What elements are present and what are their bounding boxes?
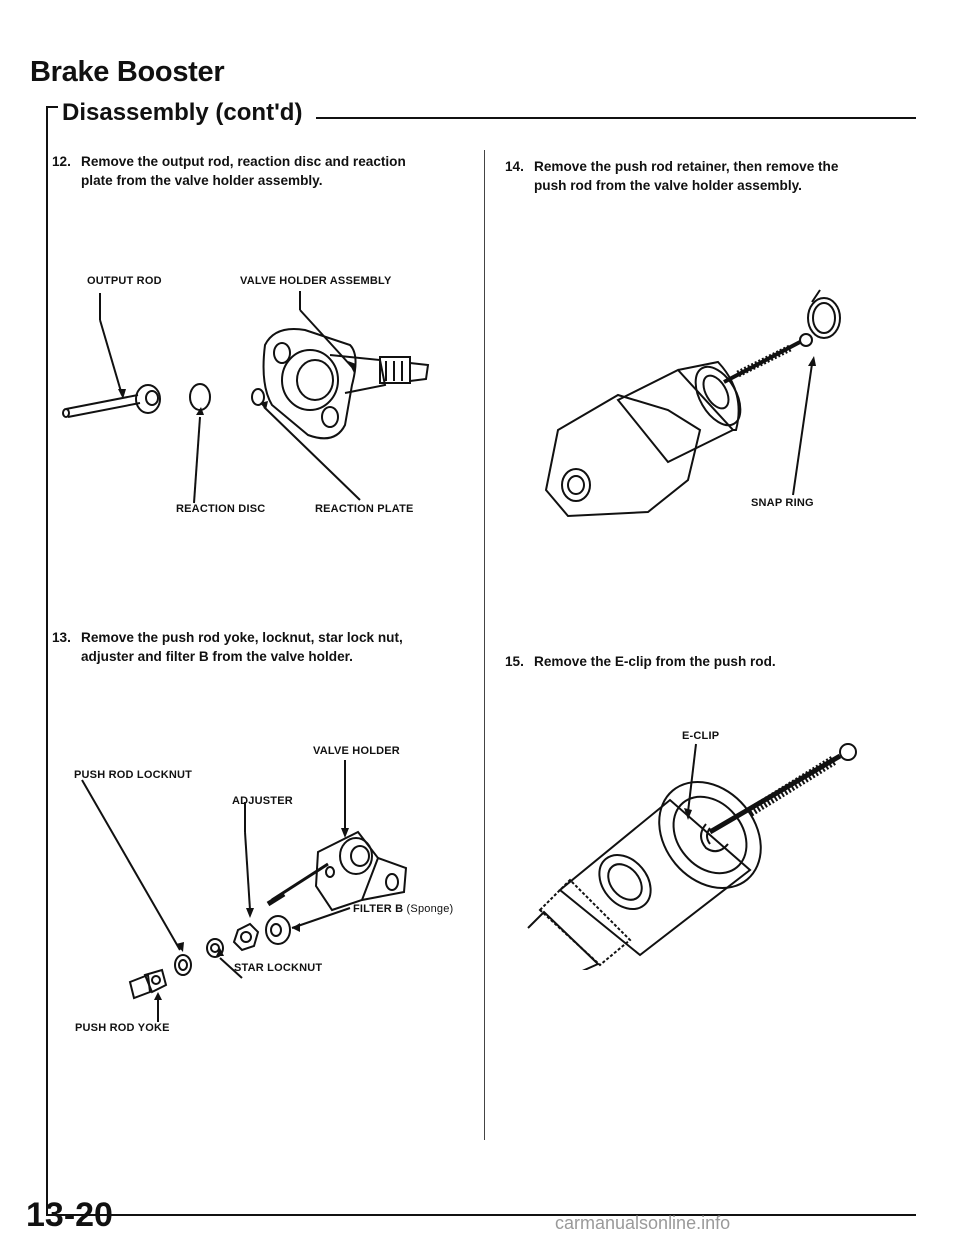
figure-push-rod-yoke-disassembly: [81, 760, 408, 1022]
label-snap-ring: SNAP RING: [751, 497, 814, 509]
snap-ring-part: [807, 289, 841, 339]
step-text-line-2: push rod from the valve holder assembly.: [534, 178, 802, 193]
section-subtitle: Disassembly (cont'd): [62, 99, 303, 126]
figure-push-rod-retainer: [544, 289, 841, 518]
bottom-frame-line: [46, 1214, 916, 1216]
label-reaction-plate: REACTION PLATE: [315, 503, 414, 515]
label-valve-holder-assembly: VALVE HOLDER ASSEMBLY: [240, 275, 392, 287]
boot-part: [527, 878, 632, 970]
section-header-rule: [316, 117, 916, 119]
valve-body-cylinder-part: [558, 780, 762, 957]
valve-holder-body-part: [616, 360, 742, 464]
push-rod-part: [723, 333, 813, 384]
step-number: 12.: [52, 154, 71, 169]
step-text-line-1: Remove the output rod, reaction disc and…: [81, 154, 406, 169]
label-reaction-disc: REACTION DISC: [176, 503, 266, 515]
page-title: Brake Booster: [30, 56, 225, 88]
column-divider: [484, 150, 485, 1140]
page-number: 13-20: [26, 1196, 113, 1234]
valve-holder-part: [266, 830, 408, 912]
push-rod-yoke-part: [128, 968, 168, 1000]
label-filter-b: FILTER B (Sponge): [353, 903, 453, 915]
reaction-disc-part: [189, 383, 211, 411]
left-frame-line: [46, 106, 48, 1216]
push-rod-part: [708, 743, 857, 835]
step-12: 12. Remove the output rod, reaction disc…: [52, 152, 472, 192]
reaction-plate-part: [251, 388, 265, 406]
output-rod-part: [62, 384, 161, 418]
figure-e-clip-removal: [527, 743, 857, 970]
step-text-line-1: Remove the push rod retainer, then remov…: [534, 159, 839, 174]
valve-holder-assembly-part: [262, 328, 430, 440]
label-output-rod: OUTPUT ROD: [87, 275, 162, 287]
step-number: 13.: [52, 630, 71, 645]
step-text-line-1: Remove the push rod yoke, locknut, star …: [81, 630, 403, 645]
label-push-rod-locknut: PUSH ROD LOCKNUT: [74, 769, 193, 781]
valve-holder-flange-part: [544, 393, 702, 518]
filter-b-text: FILTER B: [353, 903, 404, 915]
e-clip-part: [700, 823, 729, 853]
label-valve-holder: VALVE HOLDER: [313, 745, 400, 757]
step-number: 14.: [505, 159, 524, 174]
label-adjuster: ADJUSTER: [232, 795, 293, 807]
step-text-line-2: adjuster and filter B from the valve hol…: [81, 649, 353, 664]
filter-b-note: (Sponge): [406, 903, 454, 915]
filter-b-part: [265, 915, 291, 945]
step-13: 13. Remove the push rod yoke, locknut, s…: [52, 628, 472, 668]
label-e-clip: E-CLIP: [682, 730, 720, 742]
star-locknut-part: [206, 938, 224, 958]
watermark-text: carmanualsonline.info: [555, 1213, 731, 1233]
label-push-rod-yoke: PUSH ROD YOKE: [75, 1022, 170, 1034]
step-text-line-2: plate from the valve holder assembly.: [81, 173, 323, 188]
step-15: 15. Remove the E-clip from the push rod.: [505, 652, 915, 672]
step-text-line-1: Remove the E-clip from the push rod.: [534, 654, 776, 669]
section-frame-tick: [46, 106, 58, 108]
adjuster-part: [232, 922, 260, 952]
label-star-locknut: STAR LOCKNUT: [234, 962, 323, 974]
figure-output-rod-disassembly: [62, 291, 430, 504]
step-number: 15.: [505, 654, 524, 669]
step-14: 14. Remove the push rod retainer, then r…: [505, 157, 915, 197]
